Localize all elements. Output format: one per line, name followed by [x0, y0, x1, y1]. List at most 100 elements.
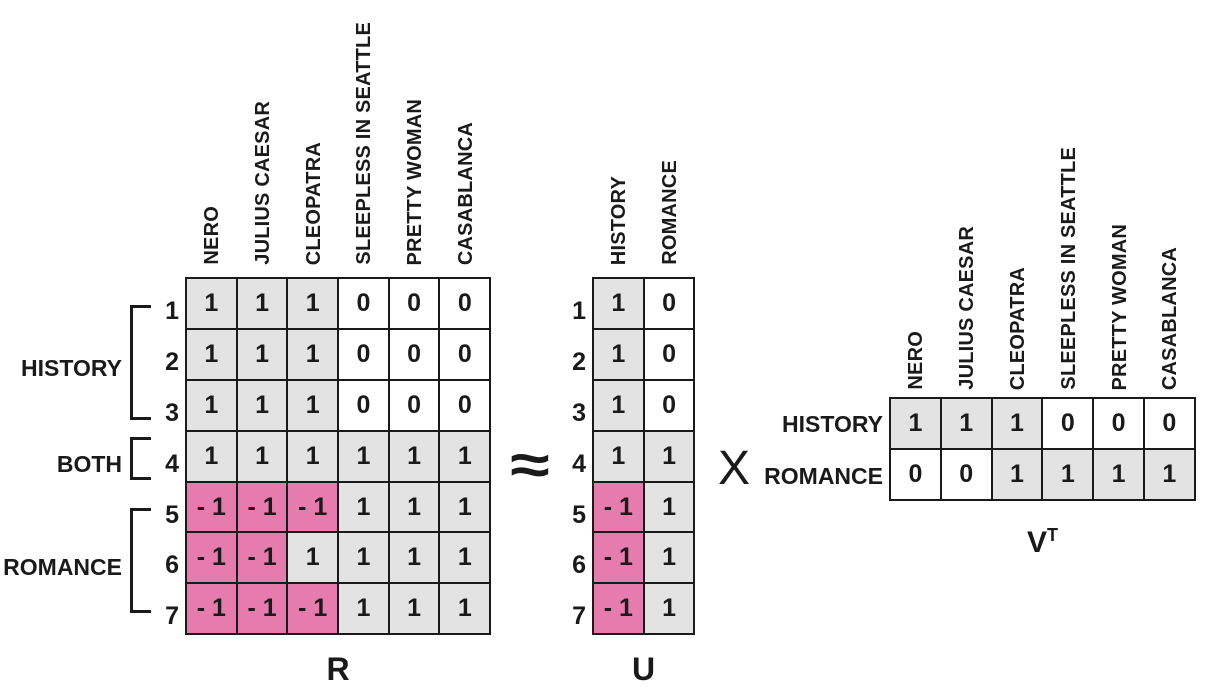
matrix-cell: - 1 — [288, 584, 338, 634]
matrix-cell: 1 — [440, 533, 490, 583]
matrix-cell: 1 — [992, 449, 1042, 499]
matrix-cell: 1 — [389, 533, 439, 583]
matrix-cell: 0 — [339, 380, 388, 430]
row-number: 1 — [572, 296, 586, 325]
column-header: PRETTY WOMAN — [390, 5, 441, 265]
matrix-cell: 1 — [237, 329, 287, 379]
matrix-cell: - 1 — [187, 533, 236, 583]
row-number: 2 — [572, 347, 586, 376]
matrix-cell: 1 — [440, 482, 490, 532]
romance-rows-bracket — [130, 508, 151, 613]
matrix-cell: 1 — [1094, 449, 1143, 499]
matrix-cell: 1 — [594, 380, 643, 430]
matrix-cell: 1 — [440, 584, 490, 634]
matrix-cell: - 1 — [594, 482, 643, 532]
column-header-text: CLEOPATRA — [302, 141, 325, 265]
column-header-text: CASABLANCA — [454, 121, 477, 265]
column-header: HISTORY — [594, 5, 645, 265]
matrix-cell: 1 — [389, 431, 439, 481]
column-header-text: NERO — [201, 206, 224, 265]
row-number: 1 — [165, 296, 179, 325]
matrix-cell: 1 — [992, 399, 1042, 448]
matrix-cell: 1 — [187, 279, 236, 328]
column-header: SLEEPLESS IN SEATTLE — [339, 5, 390, 265]
column-header-text: NERO — [905, 331, 928, 390]
romance-group-label: ROMANCE — [3, 554, 122, 580]
matrix-cell: - 1 — [237, 482, 287, 532]
row-number: 4 — [572, 449, 586, 478]
column-header: JULIUS CAESAR — [942, 130, 993, 390]
matrix-cell: 1 — [440, 431, 490, 481]
column-header: CLEOPATRA — [993, 130, 1044, 390]
row-number: 6 — [572, 551, 586, 580]
column-header: CLEOPATRA — [288, 5, 339, 265]
approximately-equals-symbol: ≈ — [510, 432, 550, 497]
matrix-cell: - 1 — [594, 533, 643, 583]
matrix-cell: 1 — [237, 380, 287, 430]
matrix-cell: 1 — [941, 399, 991, 448]
matrix-cell: 0 — [440, 380, 490, 430]
matrix-cell: 1 — [339, 584, 388, 634]
matrix-vt-label-superscript: T — [1047, 525, 1058, 545]
matrix-cell: 1 — [644, 431, 694, 481]
multiplication-symbol: X — [717, 442, 750, 495]
matrix-cell: 1 — [389, 584, 439, 634]
column-header: NERO — [187, 5, 238, 265]
matrix-cell: 0 — [389, 329, 439, 379]
matrix-cell: 1 — [644, 533, 694, 583]
matrix-cell: 1 — [644, 584, 694, 634]
matrix-cell: 1 — [288, 533, 338, 583]
matrix-vt-label-base: V — [1026, 526, 1047, 559]
matrix-cell: - 1 — [187, 584, 236, 634]
matrix-vt-label: VT — [889, 518, 1196, 560]
row-number: 5 — [165, 500, 179, 529]
matrix-cell: 0 — [339, 279, 388, 328]
column-header: JULIUS CAESAR — [238, 5, 289, 265]
matrix-cell: 0 — [941, 449, 991, 499]
matrix-cell: 0 — [389, 279, 439, 328]
column-header-text: HISTORY — [608, 175, 631, 265]
matrix-cell: 0 — [440, 279, 490, 328]
matrix-cell: 1 — [288, 380, 338, 430]
column-header: PRETTY WOMAN — [1094, 130, 1145, 390]
column-header: SLEEPLESS IN SEATTLE — [1043, 130, 1094, 390]
matrix-cell: - 1 — [237, 533, 287, 583]
matrix-cell: - 1 — [237, 584, 287, 634]
matrix-cell: 0 — [339, 329, 388, 379]
matrix-cell: 1 — [288, 329, 338, 379]
row-number: 7 — [572, 602, 586, 631]
matrix-cell: 1 — [594, 329, 643, 379]
column-header-text: CASABLANCA — [1159, 246, 1182, 390]
both-rows-bracket — [130, 437, 151, 480]
matrix-cell: 1 — [339, 431, 388, 481]
column-header: ROMANCE — [645, 5, 696, 265]
row-number: 3 — [165, 398, 179, 427]
matrix-cell: 1 — [187, 431, 236, 481]
matrix-cell: 0 — [1094, 399, 1143, 448]
matrix-cell: 1 — [288, 279, 338, 328]
matrix-cell: 1 — [1043, 449, 1093, 499]
matrix-r-label: R — [326, 651, 350, 687]
matrix-cell: 0 — [891, 449, 940, 499]
vt-history-row-label: HISTORY — [782, 411, 883, 437]
column-header: CASABLANCA — [1145, 130, 1196, 390]
matrix-cell: 1 — [187, 329, 236, 379]
column-header: NERO — [891, 130, 942, 390]
matrix-cell: 0 — [644, 380, 694, 430]
column-header: CASABLANCA — [440, 5, 491, 265]
column-header-text: PRETTY WOMAN — [1108, 223, 1131, 390]
vt-romance-row-label: ROMANCE — [764, 463, 883, 489]
matrix-cell: - 1 — [187, 482, 236, 532]
matrix-cell: 0 — [1144, 399, 1194, 448]
matrix-cell: 1 — [339, 482, 388, 532]
matrix-cell: 0 — [644, 279, 694, 328]
matrix-u-label: U — [631, 651, 656, 687]
matrix-cell: 1 — [339, 533, 388, 583]
row-number: 6 — [165, 551, 179, 580]
matrix-cell: 1 — [891, 399, 940, 448]
